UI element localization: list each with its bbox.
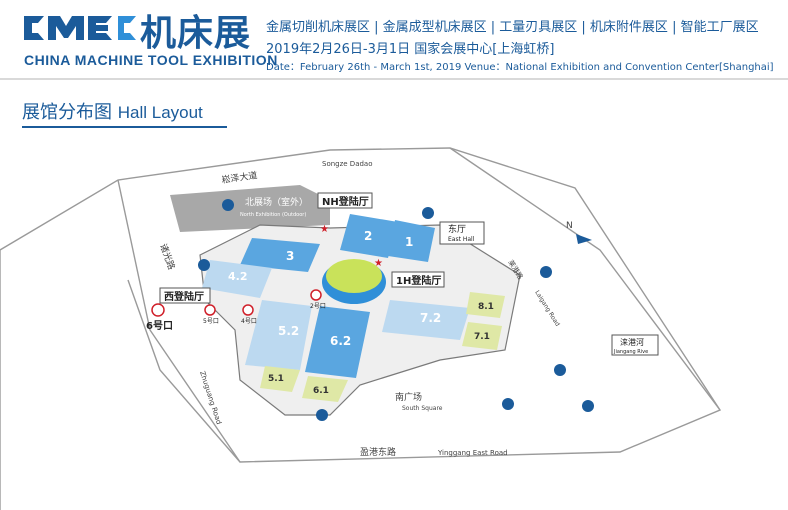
metro-gate4-label: 4号口 — [241, 318, 257, 325]
west-entrance-label: 西登陆厅 — [164, 290, 204, 303]
south-square-en: South Square — [402, 405, 443, 412]
parking-icon — [540, 266, 552, 278]
logo-text-en: CHINA MACHINE TOOL EXHIBITION — [24, 52, 278, 68]
parking-icon — [316, 409, 328, 421]
hall-5-1[interactable] — [260, 366, 300, 392]
metro-icon-gate2 — [310, 289, 322, 301]
logo-text-cn: 机床展 — [140, 13, 252, 54]
hall-label-6-2: 6.2 — [330, 334, 351, 348]
road-north-cn: 崧泽大道 — [221, 169, 258, 186]
metro-gate6-label: 6号口 — [146, 320, 173, 332]
parking-icon — [554, 364, 566, 376]
section-title-en: Hall Layout — [117, 103, 203, 122]
hall-6-1[interactable] — [302, 376, 348, 402]
east-hall-en: East Hall — [448, 236, 475, 243]
hall-5-2[interactable] — [245, 300, 312, 370]
east-hall-cn: 东厅 — [448, 223, 466, 235]
north-exhibition-en: North Exhibition (Outdoor) — [240, 212, 306, 218]
hall-layout-map: 北展场（室外） North Exhibition (Outdoor) 3 2 1… — [0, 147, 722, 510]
site-boundary — [0, 147, 722, 510]
central-hall-roof — [326, 259, 382, 293]
river-label-box — [611, 334, 659, 356]
road-south-en: Yinggang East Road — [437, 449, 508, 457]
metro-icon-gate4 — [242, 304, 254, 316]
river-cn: 涞港河 — [620, 337, 644, 347]
parking-icon — [582, 400, 594, 412]
north-exhibition-area — [170, 185, 330, 232]
hall-3[interactable] — [240, 238, 320, 272]
hall-1[interactable] — [388, 220, 435, 262]
hall-label-7-2: 7.2 — [420, 311, 441, 325]
parking-icon — [502, 398, 514, 410]
hall-label-1: 1 — [405, 235, 413, 249]
hall-label-6-1: 6.1 — [313, 386, 329, 396]
hall-6-2[interactable] — [305, 306, 370, 378]
parking-icon — [198, 259, 210, 271]
hall-label-5-1: 5.1 — [268, 374, 284, 384]
section-underline — [22, 126, 227, 128]
west-road-line — [117, 179, 241, 463]
exhibition-areas-line: 金属切削机床展区 | 金属成型机床展区 | 工量刃具展区 | 机床附件展区 | … — [266, 20, 759, 35]
hall-label-4-2: 4.2 — [228, 270, 248, 283]
south-square-cn: 南广场 — [395, 391, 422, 403]
hall-label-7-1: 7.1 — [474, 332, 490, 342]
parking-icons — [198, 199, 594, 421]
west-entrance-box[interactable] — [159, 287, 211, 304]
hall-label-5-2: 5.2 — [278, 324, 299, 338]
road-west-cn: 诸光路 — [157, 242, 178, 271]
parking-icon — [222, 199, 234, 211]
metro-gate2-label: 2号口 — [310, 303, 326, 310]
metro-icon-gate6 — [151, 303, 165, 317]
road-north-en: Songze Dadao — [322, 160, 373, 168]
metro-gate5-label: 5号口 — [203, 318, 219, 325]
hall-label-2: 2 — [364, 229, 372, 243]
river-en: Jiangang Rive — [613, 349, 648, 355]
road-east-en: Laigang Road — [533, 289, 561, 327]
nh-star-icon: ★ — [320, 224, 329, 235]
compass-north-label: N — [566, 221, 573, 231]
header-divider — [0, 78, 788, 80]
cme-logo-icon — [24, 16, 136, 40]
1h-entrance-label: 1H登陆厅 — [396, 274, 441, 287]
hall-4-2[interactable] — [202, 260, 272, 298]
section-title-cn: 展馆分布图 — [22, 102, 112, 123]
hall-label-8-1: 8.1 — [478, 302, 494, 312]
1h-star-icon: ★ — [374, 258, 383, 269]
road-south-cn: 盈港东路 — [360, 446, 396, 458]
hall-7-2[interactable] — [382, 300, 470, 340]
header: 机床展 CHINA MACHINE TOOL EXHIBITION 金属切削机床… — [0, 0, 788, 78]
parking-icon — [422, 207, 434, 219]
1h-entrance-box[interactable] — [391, 271, 445, 288]
metro-icon-gate5 — [204, 304, 216, 316]
nh-entrance-label: NH登陆厅 — [322, 195, 369, 208]
hall-label-3: 3 — [286, 249, 294, 263]
date-venue-cn: 2019年2月26日-3月1日 国家会展中心[上海虹桥] — [266, 42, 555, 57]
compass-arrow-icon — [576, 234, 592, 244]
east-road-line — [449, 147, 721, 411]
hall-2[interactable] — [340, 214, 398, 258]
hall-7-1[interactable] — [462, 322, 502, 350]
hall-8-1[interactable] — [466, 292, 505, 318]
east-hall-box[interactable] — [439, 221, 485, 245]
date-venue-en: Date：February 26th - March 1st, 2019 Ven… — [266, 62, 774, 73]
north-exhibition-cn: 北展场（室外） — [245, 196, 308, 208]
section-title: 展馆分布图 Hall Layout — [22, 98, 203, 124]
nh-entrance-box[interactable] — [317, 192, 373, 209]
